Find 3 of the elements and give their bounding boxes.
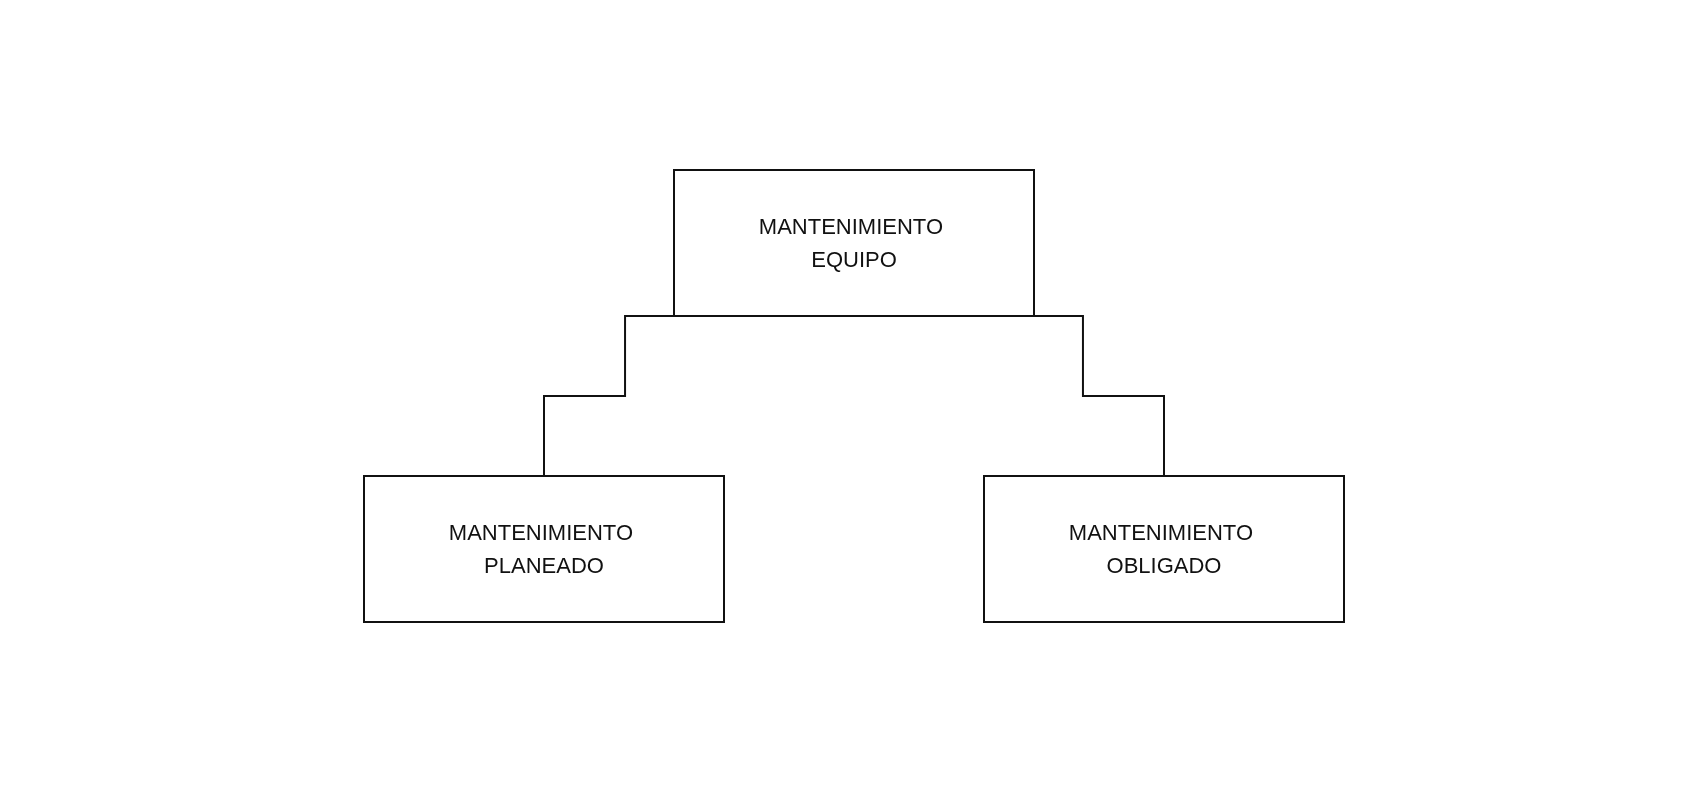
node-box: MANTENIMIENTO PLANEADO — [363, 475, 725, 623]
node-box: MANTENIMIENTO OBLIGADO — [983, 475, 1345, 623]
node-box: MANTENIMIENTO EQUIPO — [673, 169, 1035, 317]
